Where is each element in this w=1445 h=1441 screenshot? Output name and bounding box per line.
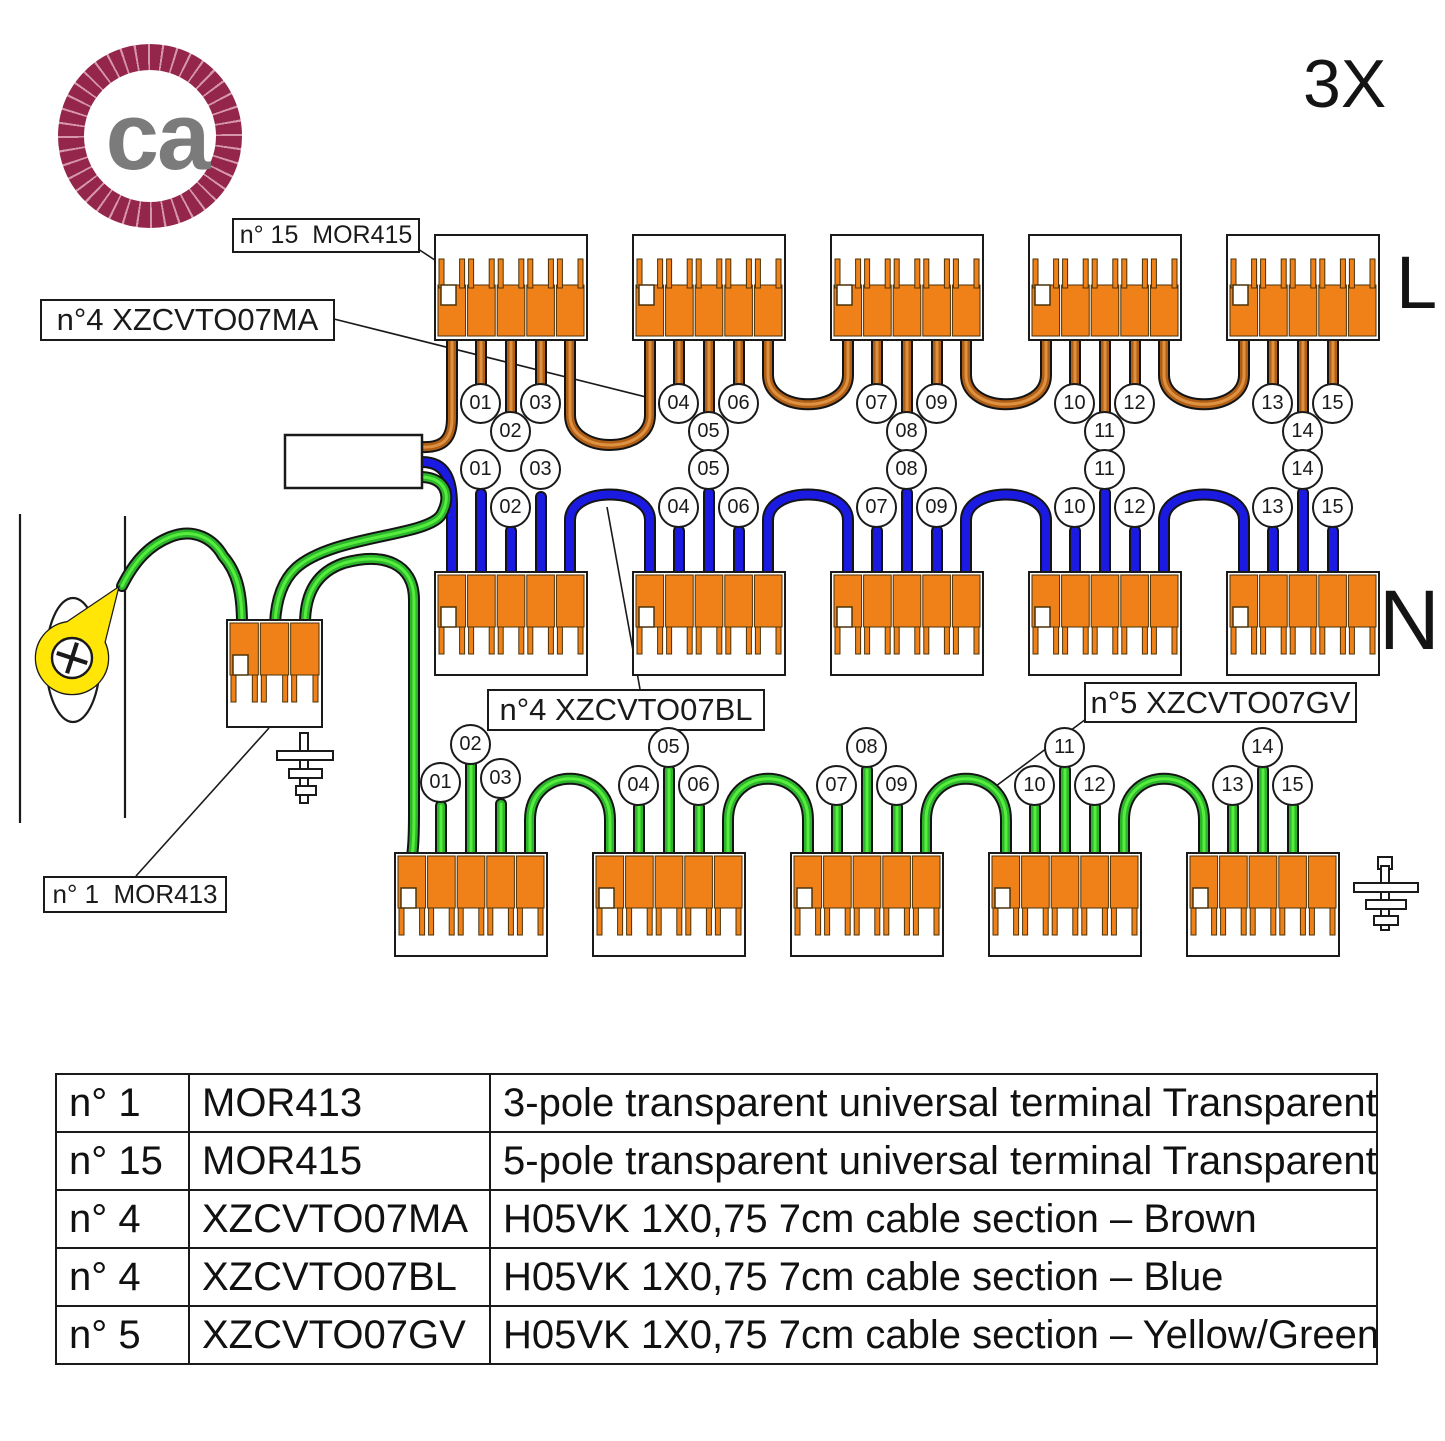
wire-core: [566, 490, 654, 579]
wire-highlight: [420, 339, 454, 449]
wire-highlight: [568, 339, 652, 447]
earth-terminal-block-5: [1186, 852, 1340, 957]
wire-highlight: [924, 777, 1008, 859]
callout-leader-line: [991, 718, 1087, 790]
wire-highlight: [726, 777, 810, 859]
live-terminal-block-2: [632, 234, 786, 341]
wire: [762, 488, 854, 581]
neutral-terminal-block-2: [632, 571, 786, 676]
wire-core: [764, 490, 852, 579]
wire-core: [566, 337, 654, 449]
ring-terminal: [34, 585, 121, 724]
earth-terminal-block-1: [394, 852, 548, 957]
wire-core: [418, 458, 456, 577]
earth-symbol-icon: [276, 732, 334, 804]
wire-core: [271, 473, 451, 628]
earth-terminal-block-4: [988, 852, 1142, 957]
wire-highlight: [528, 777, 612, 859]
wire-core: [962, 337, 1050, 409]
wire-core: [764, 337, 852, 409]
live-terminal-block-4: [1028, 234, 1182, 341]
wire-core: [1160, 337, 1248, 409]
earth-terminal-block-3: [790, 852, 944, 957]
neutral-terminal-block-4: [1028, 571, 1182, 676]
wire-highlight: [964, 339, 1048, 406]
wire-highlight: [120, 532, 244, 626]
wire: [269, 471, 453, 630]
wire: [564, 488, 656, 581]
live-terminal-block-5: [1226, 234, 1380, 341]
wire: [116, 527, 248, 630]
wire: [564, 335, 656, 451]
wire-core: [962, 490, 1050, 579]
wire-highlight: [1122, 777, 1206, 859]
wire-highlight: [303, 557, 416, 859]
earth-3pole-terminal-block: [226, 619, 323, 728]
wire: [960, 488, 1052, 581]
neutral-terminal-block-1: [434, 571, 588, 676]
earth-terminal-block-2: [592, 852, 746, 957]
callout-leader-line: [135, 727, 270, 877]
wire-highlight: [273, 475, 448, 626]
wire-highlight: [766, 339, 850, 406]
power-feed-box: [283, 433, 424, 490]
neutral-terminal-block-5: [1226, 571, 1380, 676]
wire-core: [1160, 490, 1248, 579]
neutral-terminal-block-3: [830, 571, 984, 676]
wire: [1158, 488, 1250, 581]
live-terminal-block-1: [434, 234, 588, 341]
wire-highlight: [1162, 339, 1246, 406]
live-terminal-block-3: [830, 234, 984, 341]
callout-leader-line: [329, 317, 651, 399]
earth-symbol-icon: [1353, 856, 1419, 931]
